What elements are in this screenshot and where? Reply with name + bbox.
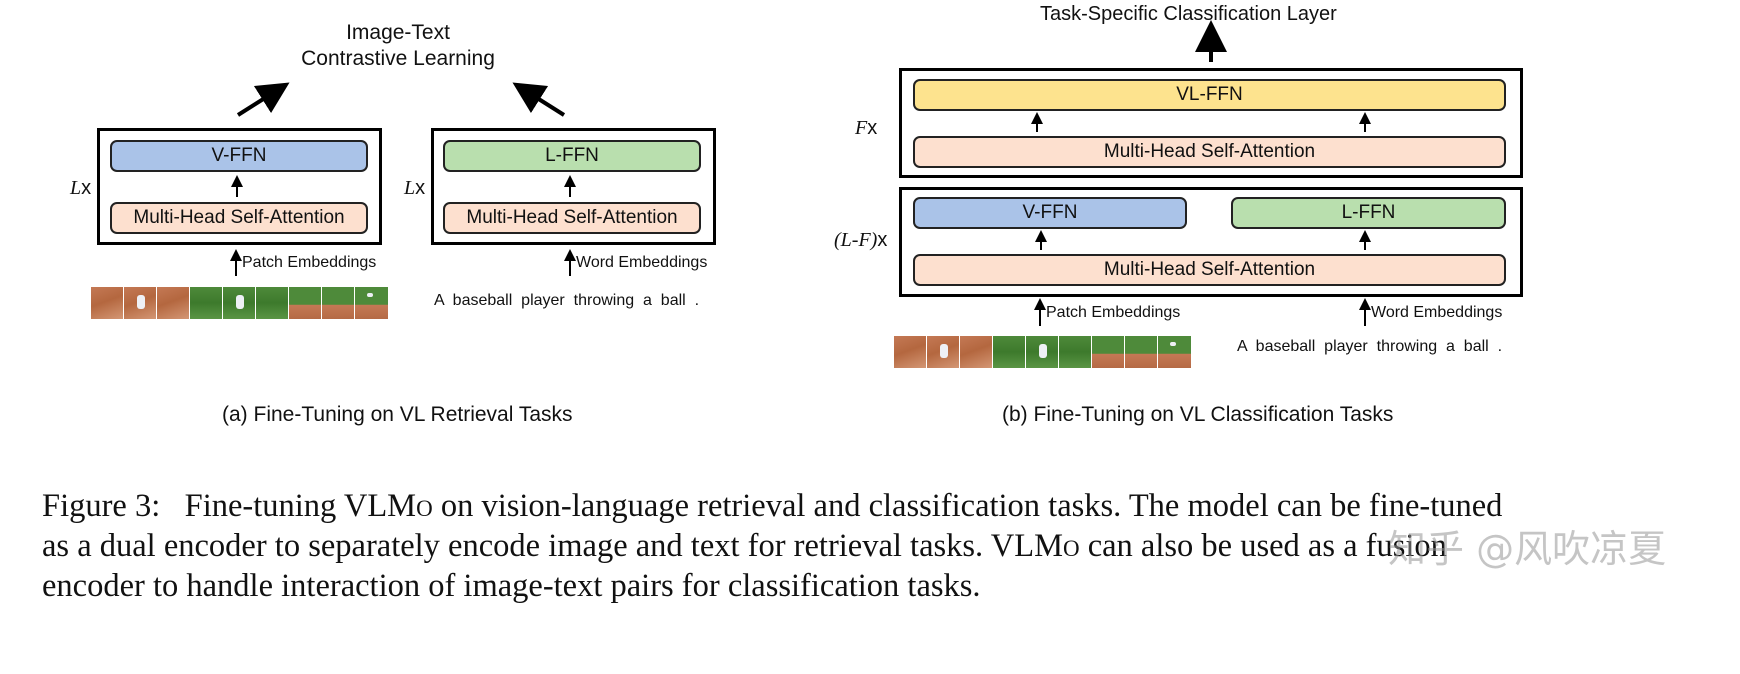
image-patch-icon	[926, 336, 960, 368]
model-name: VL	[343, 488, 388, 524]
image-patch-icon	[1058, 336, 1092, 368]
image-patch-icon	[123, 287, 157, 319]
image-patch-icon	[222, 287, 256, 319]
figure-caption: Figure 3: Fine-tuning VLMo on vision-lan…	[42, 488, 1503, 604]
model-name: VL	[990, 528, 1035, 564]
vl-ffn-box: VL-FFN	[913, 79, 1506, 111]
image-patch-icon	[1091, 336, 1125, 368]
image-patch-icon	[1025, 336, 1059, 368]
lower-layer-multiplier: (L-F)x	[834, 229, 888, 251]
l-ffn-box-b: L-FFN	[1231, 197, 1506, 229]
v-ffn-box: V-FFN	[110, 140, 368, 172]
text-layer-multiplier: Lx	[404, 177, 426, 199]
image-patch-icon	[1124, 336, 1158, 368]
v-ffn-box-b: V-FFN	[913, 197, 1187, 229]
word-embeddings-label-a: Word Embeddings	[576, 254, 708, 271]
patch-embeddings-label-a: Patch Embeddings	[242, 254, 377, 271]
arrow-diagonal-icon	[512, 82, 566, 117]
classification-layer-label: Task-Specific Classification Layer	[1040, 3, 1337, 25]
arrow-diagonal-icon	[236, 82, 290, 117]
input-sentence-b: A baseball player throwing a ball .	[1237, 338, 1503, 355]
word-embeddings-label-b: Word Embeddings	[1371, 304, 1503, 321]
mhsa-box-vision: Multi-Head Self-Attention	[110, 202, 368, 234]
image-patch-icon	[288, 287, 322, 319]
vision-layer-multiplier: Lx	[70, 177, 92, 199]
l-ffn-box: L-FFN	[443, 140, 701, 172]
mhsa-box-lower: Multi-Head Self-Attention	[913, 254, 1506, 286]
watermark: 知乎 @风吹凉夏	[1388, 527, 1667, 571]
image-patch-icon	[255, 287, 289, 319]
input-sentence-a: A baseball player throwing a ball .	[434, 292, 700, 309]
image-patch-icon	[893, 336, 927, 368]
image-patch-icon	[1157, 336, 1191, 368]
subcaption-a: (a) Fine-Tuning on VL Retrieval Tasks	[222, 403, 573, 426]
image-patch-icon	[156, 287, 190, 319]
panel-a-title: Image-Text Contrastive Learning	[301, 21, 495, 70]
image-patch-icon	[354, 287, 388, 319]
image-patch-icon	[90, 287, 124, 319]
patch-embeddings-label-b: Patch Embeddings	[1046, 304, 1181, 321]
mhsa-box-fusion: Multi-Head Self-Attention	[913, 136, 1506, 168]
image-patch-icon	[959, 336, 993, 368]
image-patch-icon	[189, 287, 223, 319]
fusion-layer-multiplier: Fx	[855, 117, 878, 139]
mhsa-box-text: Multi-Head Self-Attention	[443, 202, 701, 234]
image-patch-icon	[321, 287, 355, 319]
subcaption-b: (b) Fine-Tuning on VL Classification Tas…	[1002, 403, 1394, 426]
image-patch-icon	[992, 336, 1026, 368]
caption-prefix: Figure 3:	[42, 488, 161, 524]
